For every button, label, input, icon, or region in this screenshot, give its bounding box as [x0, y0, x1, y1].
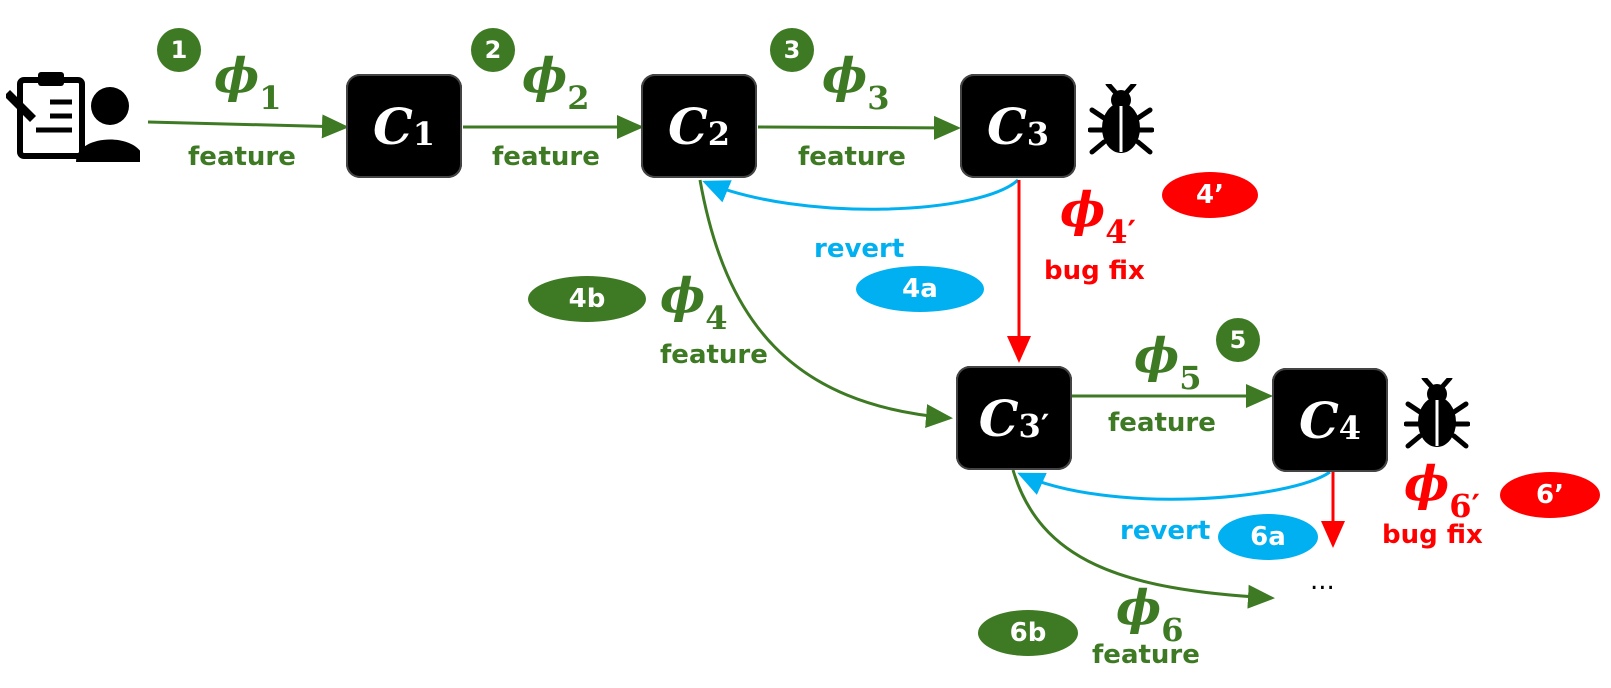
feature-label-6: feature [1092, 640, 1200, 670]
revert-label-1: revert [814, 234, 905, 264]
edge-c3p-next-feature [1011, 469, 1275, 609]
step-badge-6a: 6a [1218, 514, 1318, 560]
node-c2-name: C [667, 96, 708, 156]
edge-c3-c2-revert [702, 178, 1020, 211]
step-badge-1: 1 [157, 28, 201, 72]
step-badge-2: 2 [471, 28, 515, 72]
phi-4-label: ϕ4 [660, 268, 728, 337]
developer-clipboard-icon [6, 72, 140, 162]
continuation-ellipsis: ... [1310, 566, 1335, 596]
phi-4-prime-label: ϕ4′ [1060, 182, 1136, 251]
feature-label-5: feature [1108, 408, 1216, 438]
step-badge-4a: 4a [856, 266, 984, 312]
step-badge-3: 3 [770, 28, 814, 72]
node-c3p-sub: 3′ [1018, 407, 1050, 445]
bug-fix-label-2: bug fix [1382, 520, 1483, 550]
feature-label-2: feature [492, 142, 600, 172]
phi-5-label: ϕ5 [1134, 328, 1202, 397]
step-badge-5: 5 [1216, 318, 1260, 362]
edge-c2-c3p-feature [698, 179, 953, 429]
step-badge-6b: 6b [978, 610, 1078, 656]
bug-fix-label-1: bug fix [1044, 256, 1145, 286]
feature-label-3: feature [798, 142, 906, 172]
node-c1-sub: 1 [412, 115, 436, 153]
phi-3-label: ϕ3 [822, 48, 890, 117]
phi-6-label: ϕ6 [1116, 580, 1184, 649]
feature-label-4: feature [660, 340, 768, 370]
node-c3p-name: C [978, 388, 1019, 448]
node-c3-name: C [986, 96, 1027, 156]
node-c1-name: C [372, 96, 413, 156]
step-badge-6-prime: 6’ [1500, 472, 1600, 518]
phi-2-label: ϕ2 [522, 48, 590, 117]
phi-6-prime-label: ϕ6′ [1404, 456, 1480, 525]
edge-c4-c3p-revert [1017, 470, 1331, 501]
revert-label-2: revert [1120, 516, 1211, 546]
edge-dev-c1 [147, 114, 349, 139]
node-c4-sub: 4 [1338, 409, 1362, 447]
edge-c2-c3 [757, 115, 961, 140]
node-c4-name: C [1298, 390, 1339, 450]
feature-label-1: feature [188, 142, 296, 172]
bug-icon [1404, 378, 1470, 449]
node-c2-sub: 2 [707, 115, 731, 153]
step-badge-4-prime: 4’ [1162, 172, 1258, 218]
node-c3-sub: 3 [1026, 115, 1050, 153]
bug-icon [1088, 84, 1154, 155]
phi-1-label: ϕ1 [214, 48, 282, 117]
step-badge-4b: 4b [528, 276, 646, 322]
